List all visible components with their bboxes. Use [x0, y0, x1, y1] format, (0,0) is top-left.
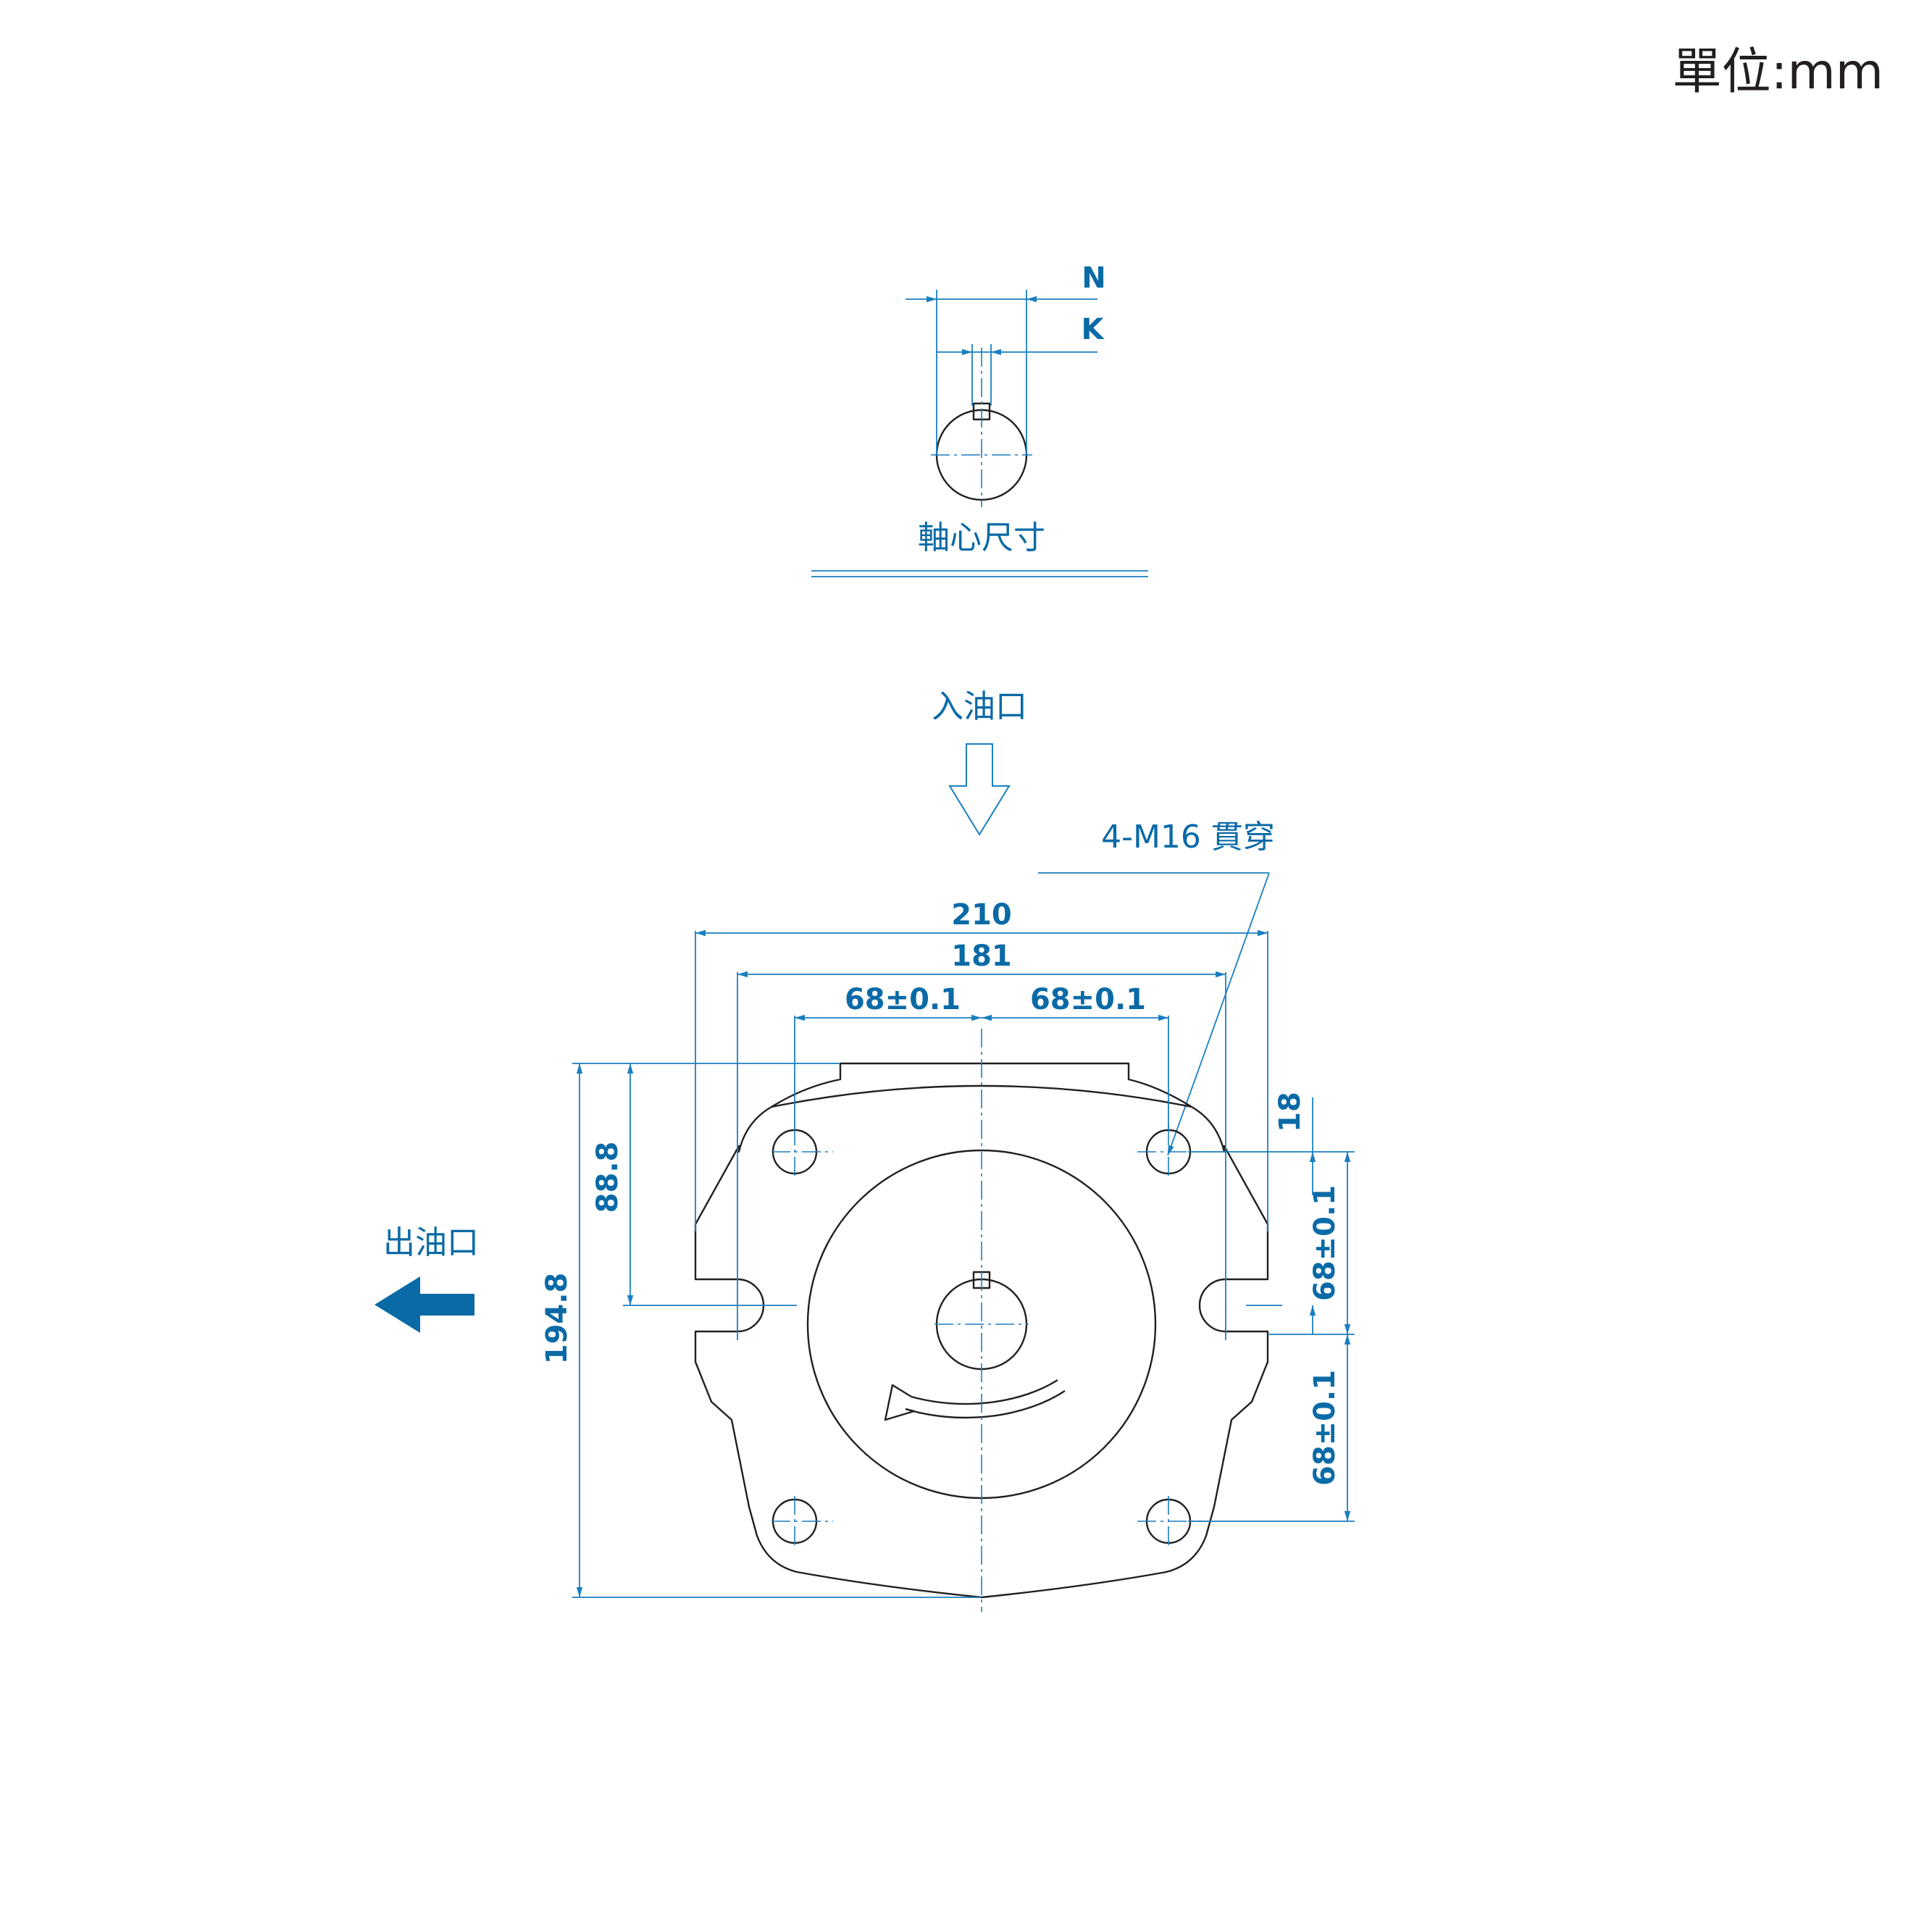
- bolt-callout-label: 4-M16 貫穿: [1101, 819, 1275, 856]
- shaft-title: 軸心尺寸: [918, 519, 1045, 556]
- dim-68-right-text: 68±0.1: [1030, 983, 1146, 1016]
- inlet-label: 入油口: [932, 688, 1027, 725]
- shaft-label-k: K: [1082, 313, 1105, 346]
- dim-181-text: 181: [951, 940, 1012, 973]
- callout-leader: [1167, 872, 1270, 1156]
- dimensions: 210 181 68±0.1 68±0.1 88.8 194.8 18 68±0…: [540, 898, 1355, 1598]
- shaft-detail: N K 軸心尺寸: [811, 262, 1148, 577]
- dim-194-8-text: 194.8: [540, 1273, 574, 1365]
- outlet-arrow-icon: [375, 1276, 474, 1333]
- outlet: 出油口: [375, 1224, 479, 1333]
- unit-label: 單位:mm: [1673, 43, 1883, 101]
- shaft-label-n: N: [1082, 262, 1105, 295]
- inlet: 入油口: [932, 688, 1027, 836]
- rotation-arc-outer: [905, 1389, 1066, 1419]
- flange-top-edge: [771, 1084, 1192, 1108]
- inlet-arrow-icon: [948, 743, 1011, 836]
- dim-68-lower-text: 68±0.1: [1308, 1370, 1342, 1486]
- center-lines: [771, 1029, 1203, 1612]
- rotation-arc-inner: [911, 1379, 1058, 1405]
- outlet-label: 出油口: [383, 1224, 479, 1261]
- dim-68-left-text: 68±0.1: [845, 983, 961, 1016]
- rotation-arrow-icon: [884, 1384, 916, 1421]
- dim-88-8-text: 88.8: [591, 1142, 624, 1213]
- dim-210-text: 210: [951, 898, 1012, 932]
- dim-68-upper-text: 68±0.1: [1308, 1185, 1342, 1301]
- dim-18-text: 18: [1274, 1092, 1307, 1132]
- bolt-callout: 4-M16 貫穿: [1038, 819, 1275, 1156]
